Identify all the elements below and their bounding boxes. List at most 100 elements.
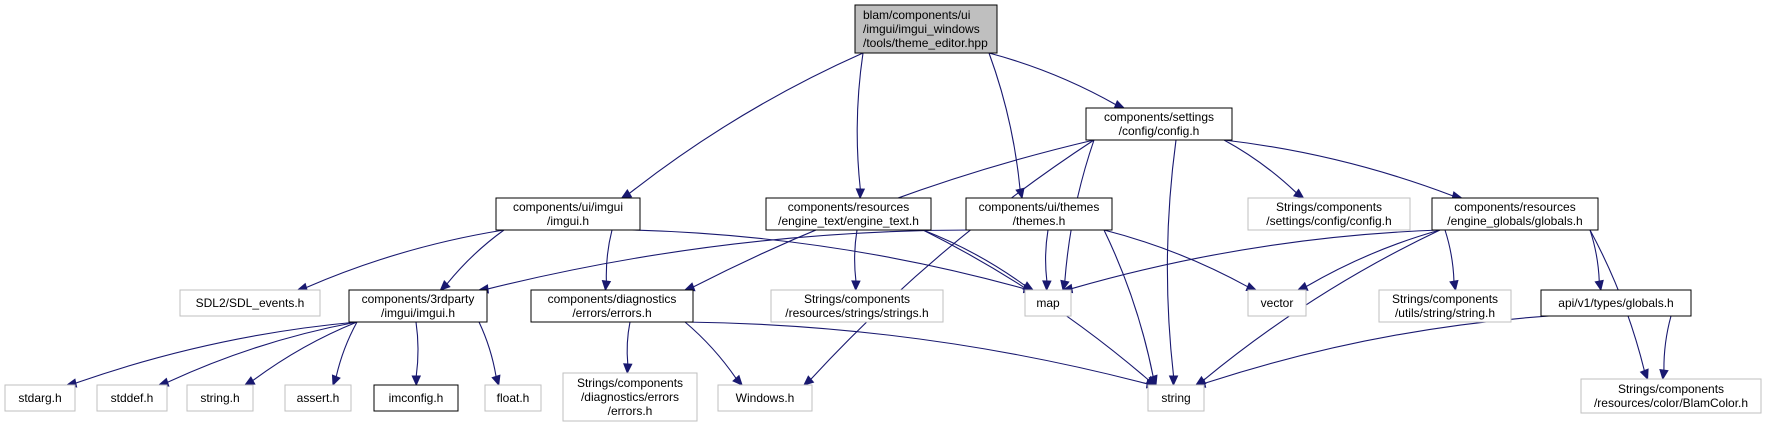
node-label-line: Windows.h <box>736 391 795 405</box>
node-sdl-events[interactable]: SDL2/SDL_events.h <box>179 289 321 317</box>
node-box <box>530 289 694 323</box>
edge-line <box>306 229 505 288</box>
edge-line <box>335 321 358 377</box>
node-stddef[interactable]: stddef.h <box>96 384 168 412</box>
node-box <box>4 384 76 412</box>
node-box <box>717 384 813 412</box>
node-label-line: /imgui.h <box>547 214 589 228</box>
edge-arrowhead <box>243 376 256 386</box>
edge-arrowhead <box>1148 374 1158 387</box>
edge-imgui-3rdparty-to-assert <box>331 321 358 387</box>
node-engine-globals[interactable]: components/resources/engine_globals/glob… <box>1431 197 1599 231</box>
node-box <box>495 197 641 231</box>
node-label-line: SDL2/SDL_events.h <box>196 296 305 310</box>
edge-line <box>1589 229 1600 282</box>
node-assert[interactable]: assert.h <box>284 384 352 412</box>
edge-ui-imgui-to-sdl-events <box>296 229 505 292</box>
node-label-line: Strings/components <box>1392 292 1498 306</box>
edge-arrowhead <box>1113 99 1126 109</box>
node-imgui-3rdparty[interactable]: components/3rdparty/imgui/imgui.h <box>348 289 488 323</box>
edge-arrowhead <box>331 374 341 387</box>
node-map[interactable]: map <box>1024 289 1072 317</box>
node-label-line: map <box>1036 296 1060 310</box>
node-box <box>1147 384 1205 412</box>
edge-arrowhead <box>439 280 451 291</box>
node-label-line: Strings/components <box>804 292 910 306</box>
node-settings-config[interactable]: components/settings/config/config.h <box>1085 107 1233 141</box>
edge-root-to-settings-config <box>988 52 1126 109</box>
node-label-line: /errors/errors.h <box>572 306 651 320</box>
edge-ui-themes-to-vector <box>1103 229 1258 291</box>
edge-arrowhead <box>855 188 866 200</box>
node-strings-errors[interactable]: Strings/components/diagnostics/errors/er… <box>562 372 698 422</box>
edge-line <box>415 321 419 377</box>
node-label-line: /tools/theme_editor.hpp <box>863 36 988 50</box>
edge-arrowhead <box>1293 188 1305 199</box>
node-vector[interactable]: vector <box>1247 289 1307 317</box>
node-string-h[interactable]: string.h <box>186 384 254 412</box>
edge-arrowhead <box>601 280 612 292</box>
edge-engine-globals-to-api-globals <box>1589 229 1604 292</box>
edge-line <box>1204 315 1550 384</box>
node-label-line: /errors.h <box>608 404 653 418</box>
edge-line <box>1045 229 1049 282</box>
node-label-line: vector <box>1261 296 1294 310</box>
node-label-line: components/ui/imgui <box>513 200 623 214</box>
node-label-line: components/settings <box>1104 110 1214 124</box>
node-ui-imgui[interactable]: components/ui/imgui/imgui.h <box>495 197 641 231</box>
edge-line <box>1663 315 1672 371</box>
node-box <box>373 384 459 412</box>
node-strings-utils[interactable]: Strings/components/utils/string/string.h <box>1378 289 1512 323</box>
node-box <box>179 289 321 317</box>
node-box <box>1378 289 1512 323</box>
edge-line <box>75 321 358 384</box>
node-root[interactable]: blam/components/ui/imgui/imgui_windows/t… <box>854 4 998 54</box>
node-box <box>1540 289 1692 317</box>
node-label-line: /themes.h <box>1013 214 1066 228</box>
node-box <box>1247 197 1411 231</box>
node-label-line: /engine_globals/globals.h <box>1447 214 1582 228</box>
edge-root-to-engine-text <box>855 52 866 200</box>
node-strings-config[interactable]: Strings/components/settings/config/confi… <box>1247 197 1411 231</box>
edge-settings-config-to-string <box>1166 139 1179 387</box>
node-label-line: assert.h <box>297 391 340 405</box>
node-label-line: /resources/color/BlamColor.h <box>1594 396 1748 410</box>
edge-engine-globals-to-strings-utils <box>1444 229 1459 292</box>
edge-line <box>810 139 1095 380</box>
edge-line <box>922 229 1026 287</box>
edge-arrowhead <box>1659 368 1669 381</box>
edge-line <box>1306 229 1441 287</box>
edge-line <box>1444 229 1455 282</box>
node-label-line: /utils/string/string.h <box>1395 306 1495 320</box>
node-windows[interactable]: Windows.h <box>717 384 813 412</box>
edge-line <box>487 229 975 290</box>
node-diag-errors[interactable]: components/diagnostics/errors/errors.h <box>530 289 694 323</box>
node-strings-blamcolor[interactable]: Strings/components/resources/color/BlamC… <box>1580 378 1762 414</box>
edge-line <box>1203 229 1441 381</box>
edge-api-globals-to-string <box>1194 315 1550 388</box>
node-stdarg[interactable]: stdarg.h <box>4 384 76 412</box>
edge-ui-themes-to-map <box>1042 229 1052 292</box>
edge-line <box>252 321 358 382</box>
node-label-line: components/3rdparty <box>362 292 475 306</box>
edge-line <box>629 52 864 194</box>
node-engine-text[interactable]: components/resources/engine_text/engine_… <box>765 197 932 231</box>
node-label-line: api/v1/types/globals.h <box>1558 296 1673 310</box>
edge-arrowhead <box>1042 280 1052 292</box>
node-string[interactable]: string <box>1147 384 1205 412</box>
edge-ui-themes-to-imgui-3rdparty <box>477 229 975 294</box>
node-api-globals[interactable]: api/v1/types/globals.h <box>1540 289 1692 317</box>
node-label-line: /settings/config/config.h <box>1266 214 1391 228</box>
edge-line <box>167 321 358 383</box>
node-box <box>965 197 1113 231</box>
node-box <box>770 289 944 323</box>
edge-root-to-ui-imgui <box>620 52 864 199</box>
edge-settings-config-to-strings-config <box>1223 139 1305 199</box>
node-ui-themes[interactable]: components/ui/themes/themes.h <box>965 197 1113 231</box>
node-box <box>562 372 698 422</box>
node-float[interactable]: float.h <box>484 384 542 412</box>
edge-line <box>988 52 1116 106</box>
node-strings-strings[interactable]: Strings/components/resources/strings/str… <box>770 289 944 323</box>
node-imconfig[interactable]: imconfig.h <box>373 384 459 412</box>
